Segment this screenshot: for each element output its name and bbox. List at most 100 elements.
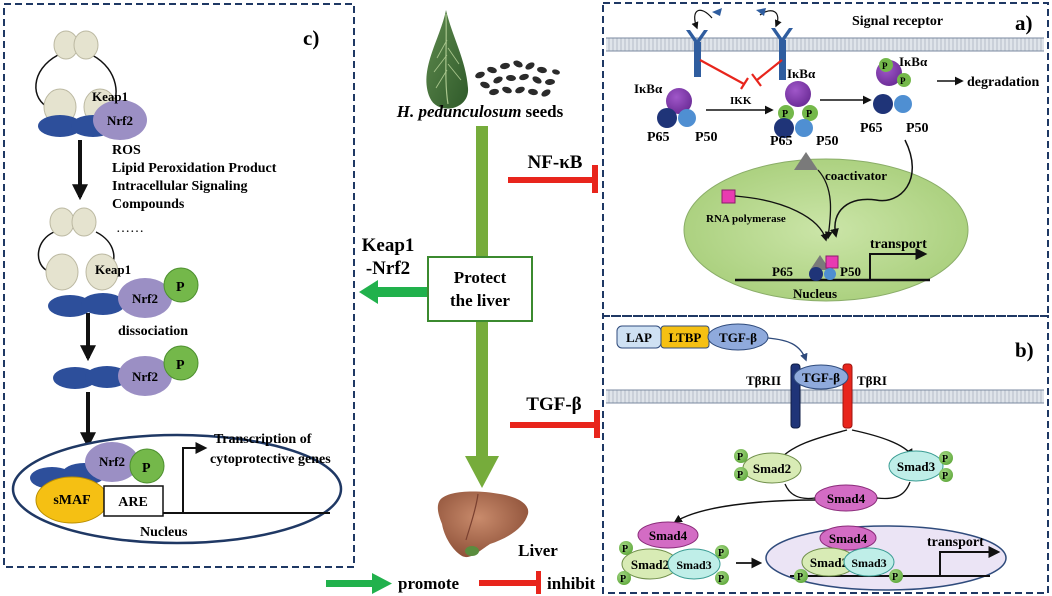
legend-inhibit-label: inhibit (547, 574, 596, 593)
p-label-a2a: P (782, 109, 788, 120)
trigger-line-2: Lipid Peroxidation Product (112, 161, 277, 176)
keap1-label-mid: Keap1 (95, 262, 131, 277)
tgfb-oval-bound (793, 364, 849, 390)
p-label-nucleus: P (142, 461, 151, 476)
ikk-label: IKK (730, 95, 752, 107)
protect-liver-line2: the liver (450, 291, 510, 310)
smad2-label-nucleus: Smad2 (810, 555, 848, 570)
trigger-line-3: Intracellular Signaling (112, 179, 247, 194)
p-smad2-b: P (737, 470, 743, 481)
p50-label-1: P50 (695, 130, 718, 145)
p50-label-nucleus: P50 (840, 264, 861, 279)
keap1-label-top: Keap1 (92, 89, 128, 104)
translocation-arrow (830, 139, 914, 238)
p-smad3-b: P (942, 471, 948, 482)
panel-c-border (3, 3, 355, 568)
trigger-line-1: ROS (112, 143, 141, 158)
smad3-activation-arrow (851, 429, 913, 458)
ikba-label-1: IκBα (634, 81, 663, 96)
nucleus-label-c: Nucleus (140, 525, 188, 540)
panel-b-border (602, 315, 1049, 594)
p65-label-1: P65 (647, 130, 670, 145)
p-smad2-a: P (737, 452, 743, 463)
p-cx-1: P (622, 544, 628, 555)
smad4-label-complex: Smad4 (649, 528, 688, 543)
p-label-a3a: P (882, 61, 888, 71)
smad3-label-nucleus: Smad3 (851, 556, 886, 570)
signal-receptor-label: Signal receptor (852, 14, 943, 29)
nucleus-c: Nrf2 P sMAF ARE Transcription of cytopro… (11, 432, 343, 545)
nrf2-label-nucleus: Nrf2 (99, 454, 125, 469)
lap-label: LAP (626, 330, 652, 345)
dissociation-label: dissociation (118, 324, 188, 339)
membrane-a (606, 38, 1044, 51)
smad-complex-cytoplasm: Smad4 Smad2 Smad3 P P P P (617, 521, 729, 585)
smaf-label: sMAF (53, 493, 90, 508)
keap1-nrf2-label-line2: -Nrf2 (366, 258, 410, 279)
keap1-nrf2-label-line1: Keap1 (362, 235, 415, 256)
tgfb-label-center: TGF-β (526, 394, 581, 415)
legend-promote-label: promote (398, 574, 460, 593)
keap1-nrf2-complex-mid: …… Keap1 Nrf2 P (37, 207, 199, 318)
tgfb-activation-arrow (767, 337, 808, 362)
p65-label-nucleus: P65 (772, 264, 793, 279)
are-label: ARE (118, 495, 148, 510)
nfkb-label: NF-κB (528, 152, 583, 173)
nrf2-label-top: Nrf2 (107, 113, 133, 128)
complex-formation-arrow (673, 499, 816, 523)
seed-plant-image (426, 10, 560, 109)
p50-label-2: P50 (816, 134, 839, 149)
smad-complex-nucleus: Smad4 Smad2 Smad3 P P (794, 525, 903, 583)
keap1-nrf2-complex-top: Keap1 Nrf2 (35, 30, 147, 140)
tgfb-label-bound: TGF-β (802, 370, 840, 385)
ellipsis-label: …… (116, 221, 144, 236)
legend-inhibit-line (479, 580, 537, 586)
panel-b-tag: b) (1015, 338, 1034, 362)
trigger-line-4: Compounds (112, 197, 185, 212)
p-cx-3: P (718, 548, 724, 559)
legend-promote-shaft (326, 580, 374, 587)
legend-inhibit-bar (536, 571, 541, 594)
seeds-cluster (475, 60, 560, 97)
transcription-line1: Transcription of (214, 432, 312, 447)
main-stem-arrowhead (465, 456, 499, 488)
tgfb-label-latent: TGF-β (719, 330, 757, 345)
membrane-b (606, 390, 1044, 403)
smad2-label: Smad2 (753, 461, 791, 476)
receptor-1 (686, 30, 708, 77)
panel-c-tag: c) (303, 26, 319, 50)
receptor-inhibit-2 (756, 59, 783, 81)
tbri-label: TβRI (857, 373, 887, 388)
panel-b: b) LAP LTBP TGF-β TGF-β TβRII TβRI Smad2… (606, 323, 1044, 591)
p-label-free: P (176, 358, 185, 373)
legend-promote-head (372, 573, 392, 594)
transcription-line2: cytoprotective genes (210, 452, 331, 467)
panel-c: c) Keap1 Nrf2 ROS Lipid Peroxidation Pro… (11, 26, 343, 545)
panel-a-tag: a) (1015, 11, 1033, 35)
tbrii-label: TβRII (746, 373, 781, 388)
coactivator-triangle (794, 152, 818, 170)
tgfb-inhibit-bar (594, 410, 600, 438)
transport-label-b: transport (927, 535, 984, 550)
tgfb-inhibit-line (510, 422, 596, 428)
p-label-a2b: P (806, 109, 812, 120)
transport-label-a: transport (870, 237, 927, 252)
p-cx-2: P (620, 574, 626, 585)
p50-label-3: P50 (906, 121, 929, 136)
protect-liver-box (427, 256, 533, 322)
ikba-label-3: IκBα (899, 54, 928, 69)
tgfb-oval-latent (707, 323, 769, 351)
panel-a: a) Signal receptor IκBα P65 P50 (606, 8, 1044, 302)
p-nx-2: P (892, 572, 898, 583)
nrf2-label-mid: Nrf2 (132, 291, 158, 306)
p65-label-3: P65 (860, 121, 883, 136)
p-label-mid: P (176, 280, 185, 295)
p65-label-2: P65 (770, 134, 793, 149)
nfkb-inhibit-bar (592, 165, 598, 193)
smad3-label: Smad3 (897, 459, 936, 474)
free-nrf2: Nrf2 P (53, 345, 199, 396)
nfkb-inhibit-line (508, 177, 594, 183)
legend: promote inhibit (326, 571, 596, 594)
p-nx-1: P (797, 572, 803, 583)
